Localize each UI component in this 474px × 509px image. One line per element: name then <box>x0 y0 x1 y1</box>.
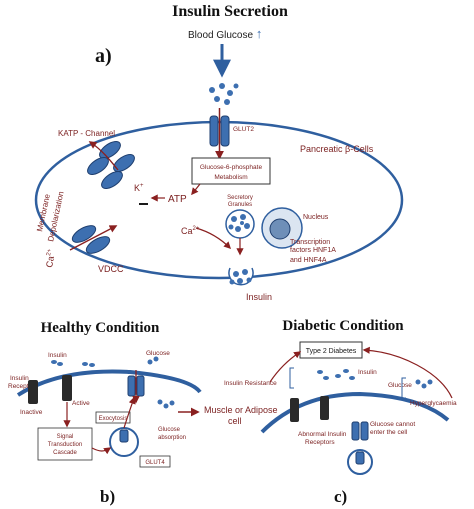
exocytosis-box <box>95 411 131 424</box>
abnormal-line2: Receptors <box>305 439 335 446</box>
tf-line1: Transcription <box>290 239 330 246</box>
insulin-bracket <box>289 367 294 389</box>
ca-outside-label: Ca2+ <box>44 248 57 268</box>
blood-glucose-label: Blood Glucose ↑ <box>188 26 262 41</box>
absorption-line1: Glucose <box>158 427 181 433</box>
abnormal-line1: Abnormal Insulin <box>298 431 347 438</box>
inactive-label: Inactive <box>20 409 43 416</box>
receptor-line1: Insulin <box>10 375 29 382</box>
metabolism-to-atp-arrow <box>191 183 201 196</box>
k-plus-label: K+ <box>134 183 144 193</box>
type2-box <box>299 341 363 359</box>
released-insulin <box>229 269 252 285</box>
active-receptor <box>62 375 72 401</box>
secretory-line1: Secretory <box>227 195 253 201</box>
tf-line2: factors HNF1A <box>290 247 336 254</box>
katp-label: KATP - Channel <box>58 129 115 138</box>
glut2-transporter <box>209 108 230 160</box>
tf-line3: and HNF4A <box>290 257 327 264</box>
katp-channel <box>87 141 135 189</box>
active-label: Active <box>72 400 90 407</box>
diabetic-cell-membrane <box>260 391 450 434</box>
katp-efflux-arrow <box>88 141 119 171</box>
nucleus-inner <box>269 218 291 240</box>
insulin-output-label: Insulin <box>246 292 272 302</box>
metabolism-line1: Glucose-6-phosphate <box>200 164 263 171</box>
absorbed-glucose <box>157 399 175 409</box>
abnormal-receptors <box>290 396 329 422</box>
diabetic-glucose-molecules <box>415 379 433 389</box>
healthy-insulin-label: Insulin <box>48 352 67 359</box>
metabolism-line2: Metabolism <box>214 174 247 181</box>
vdcc-channel <box>69 225 118 254</box>
healthy-cell-membrane <box>16 369 202 397</box>
glut2-label: GLUT2 <box>233 126 254 133</box>
healthy-insulin-molecules <box>51 360 95 367</box>
hyperglycaemia-to-type2-arrow <box>362 346 453 399</box>
blocked-glucose-transporter <box>347 421 373 475</box>
glut4-vesicle-protein <box>119 429 129 443</box>
muscle-line2: cell <box>228 416 242 426</box>
insulin-resistance-label: Insulin Resistance <box>224 380 277 387</box>
diabetic-insulin-label: Insulin <box>358 369 377 376</box>
panel-b-letter: b) <box>100 487 115 506</box>
diabetic-title: Diabetic Condition <box>282 318 404 334</box>
diabetic-glucose-label: Glucose <box>388 382 412 389</box>
cannot-line2: enter the cell <box>370 429 408 436</box>
main-title: Insulin Secretion <box>172 3 288 20</box>
secretory-granule-vesicle <box>225 209 255 239</box>
granule-contents <box>228 214 250 232</box>
glucose-bracket <box>401 377 406 399</box>
cascade-to-vesicle-arrow <box>91 447 112 455</box>
healthy-glucose-molecules <box>147 356 159 365</box>
panel-a-letter: a) <box>95 45 112 67</box>
signal-line2: Transduction <box>48 442 82 448</box>
signal-line3: Cascade <box>53 450 77 456</box>
inactive-receptor <box>28 380 38 404</box>
secretory-line2: Granules <box>228 202 252 208</box>
cannot-line1: Glucose cannot <box>370 421 415 428</box>
ca-to-granule-arrow <box>195 227 232 250</box>
nucleus-label: Nucleus <box>303 214 329 221</box>
receptor-line2: Receptor <box>8 383 35 390</box>
signal-cascade-box <box>37 427 93 461</box>
signal-line1: Signal <box>57 434 74 440</box>
exocytosis-label: Exocytosis <box>99 416 128 422</box>
muscle-line1: Muscle or Adipose <box>204 405 278 415</box>
healthy-title: Healthy Condition <box>41 320 160 336</box>
vdcc-label: VDCC <box>98 264 124 274</box>
vesicle-to-membrane-arrow <box>123 396 136 429</box>
cell-name-label: Pancreatic β-Cells <box>300 144 374 154</box>
glut4-box <box>139 455 171 468</box>
ca-inside-label: Ca2+ <box>181 226 200 236</box>
type2-label: Type 2 Diabetes <box>306 348 357 355</box>
resistance-to-type2-arrow <box>269 351 302 383</box>
atp-label: ATP <box>168 194 187 205</box>
metabolism-box <box>191 157 271 185</box>
glucose-molecules-top <box>209 83 239 105</box>
panel-c-letter: c) <box>334 487 347 506</box>
glut4-membrane-channel <box>127 370 145 404</box>
absorption-line2: absorption <box>158 435 186 441</box>
glut4-label: GLUT4 <box>145 460 165 466</box>
diabetic-insulin-molecules <box>317 369 355 380</box>
hyperglycaemia-label: Hyperglycaemia <box>410 400 457 407</box>
healthy-glucose-label: Glucose <box>146 350 170 357</box>
